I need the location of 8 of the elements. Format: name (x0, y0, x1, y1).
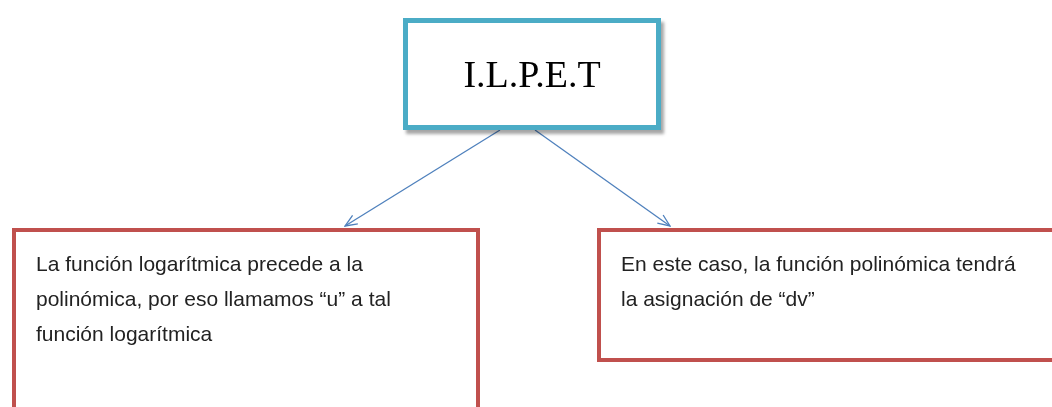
text-box (12, 228, 480, 407)
description-text: La función logarítmica precede a la polinómica, por eso llamamos “u” a tal función logarítmica (36, 251, 392, 347)
text-box (597, 228, 1052, 362)
description-text: En este caso, la función polinómica tendrá la asignación de “dv” (621, 251, 1017, 312)
title-text: I.L.P.E.T (463, 52, 601, 96)
arrow (534, 129, 671, 227)
arrow (344, 129, 501, 227)
title-box (403, 18, 661, 130)
